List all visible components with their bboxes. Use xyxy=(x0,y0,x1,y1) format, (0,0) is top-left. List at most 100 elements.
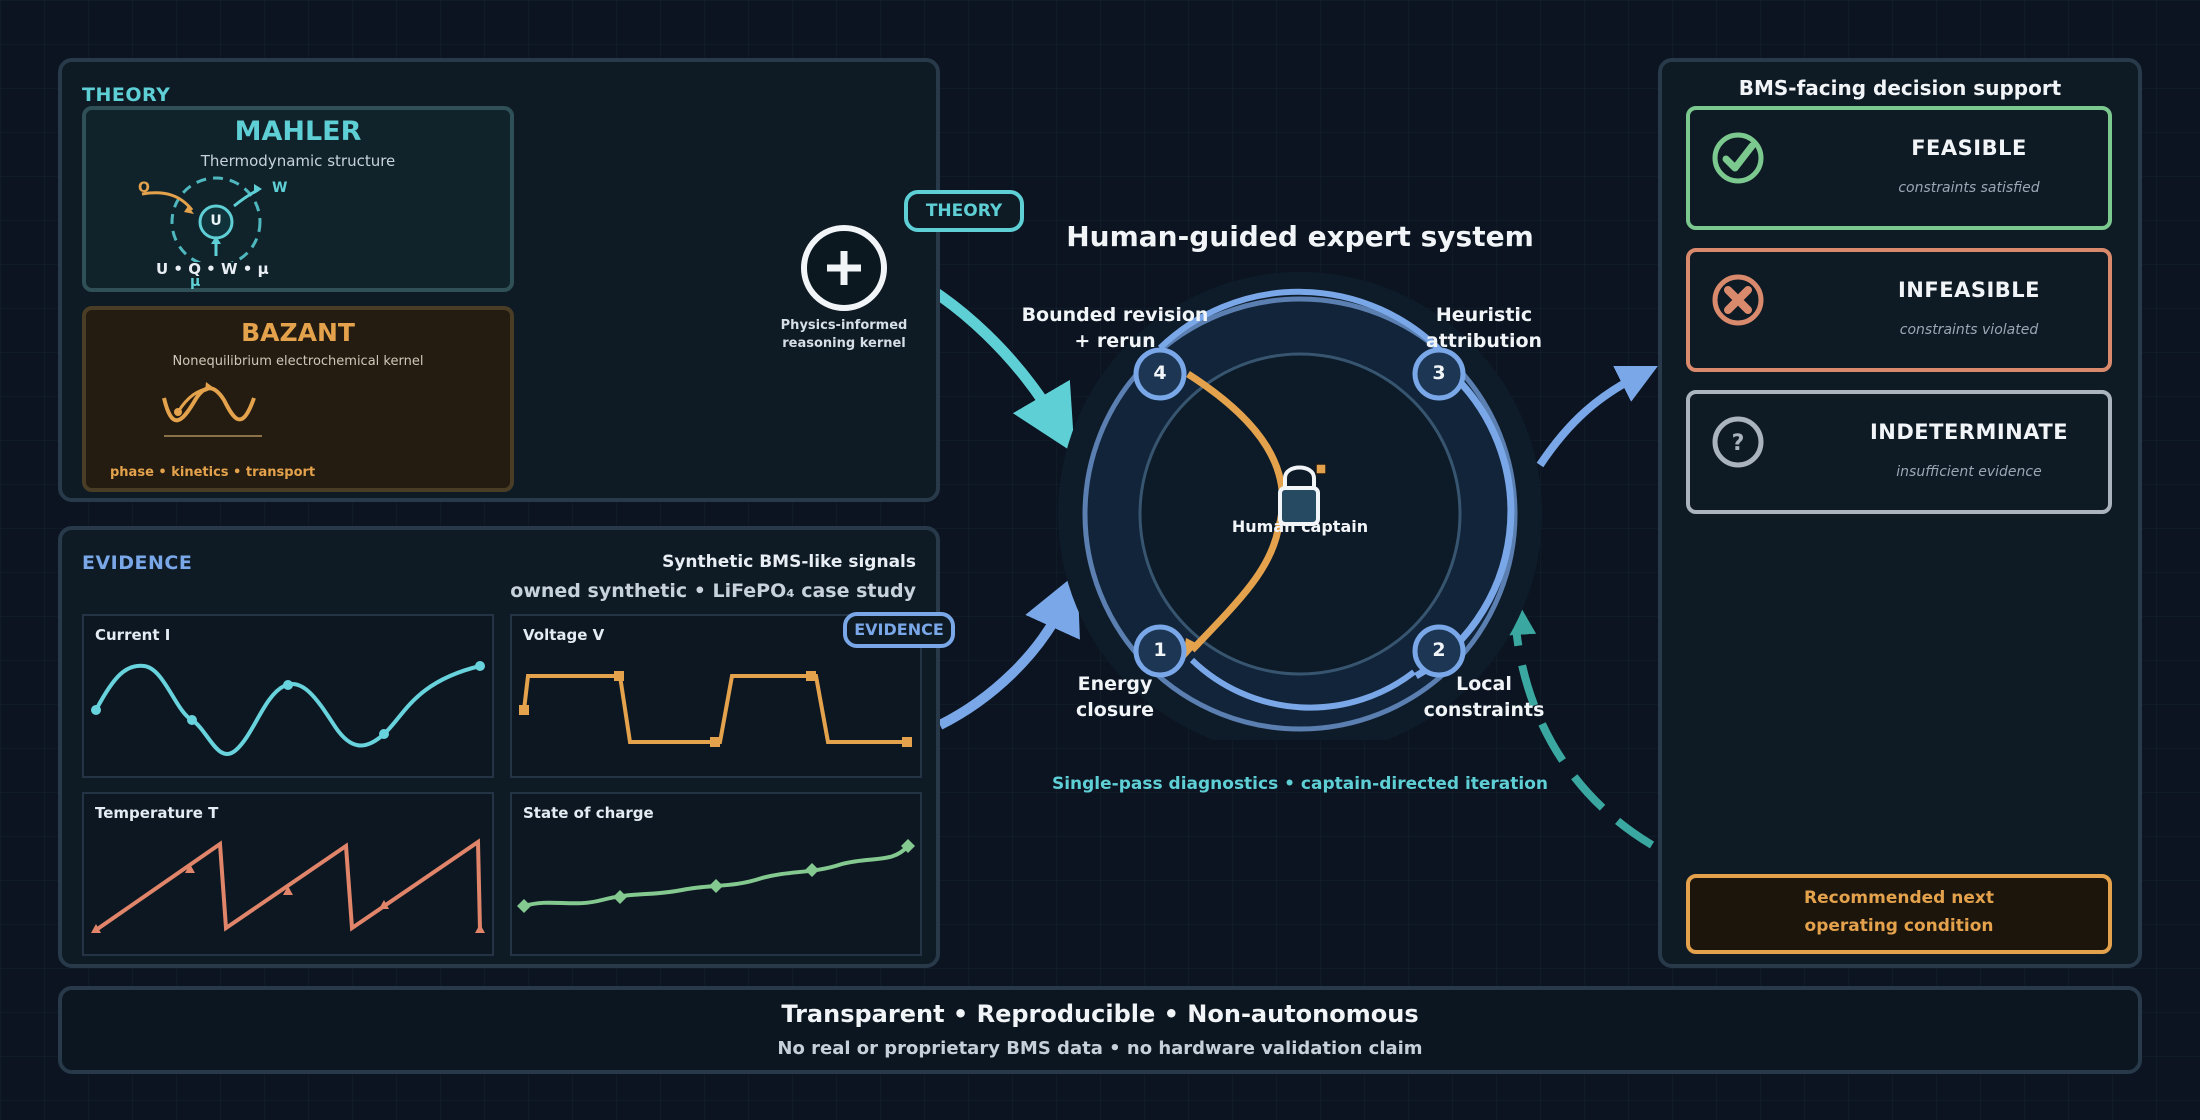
footer-line2: No real or proprietary BMS data • no har… xyxy=(777,1038,1423,1059)
kernel-label-line2: reasoning kernel xyxy=(782,336,906,351)
infeasible-card[interactable]: INFEASIBLE constraints violated xyxy=(1686,248,2112,372)
recommendation-line1: Recommended next xyxy=(1804,888,1994,908)
step-label-2-line1: Local xyxy=(1456,673,1512,695)
soc-signal-line xyxy=(523,844,910,908)
evidence-to-system-arrow xyxy=(937,572,1080,730)
step-label-1-line2: closure xyxy=(1076,699,1154,721)
temperature-chart: Temperature T xyxy=(82,792,494,956)
soc-point xyxy=(709,879,723,893)
indeterminate-card[interactable]: ? INDETERMINATE insufficient evidence xyxy=(1686,390,2112,514)
voltage-point xyxy=(710,737,720,747)
footer-banner: Transparent • Reproducible • Non-autonom… xyxy=(58,986,2142,1074)
step-label-4-line2: + rerun xyxy=(1074,330,1156,352)
mahler-equation: U • Q • W • μ xyxy=(156,260,269,278)
step-node-2[interactable] xyxy=(1412,624,1466,678)
current-point xyxy=(283,680,293,690)
bazant-subtitle: Nonequilibrium electrochemical kernel xyxy=(172,354,424,369)
step-number-1: 1 xyxy=(1153,639,1167,661)
soc-point xyxy=(613,890,627,904)
soc-point xyxy=(805,863,819,877)
chart-title-voltage: Voltage V xyxy=(523,626,605,644)
mahler-card[interactable]: MAHLER Thermodynamic structure Q W U μ U… xyxy=(82,106,514,292)
temperature-signal-line xyxy=(94,838,482,932)
current-point xyxy=(187,715,197,725)
indeterminate-label: INDETERMINATE xyxy=(1869,420,2069,444)
step-number-2: 2 xyxy=(1432,639,1446,661)
theory-panel: THEORY MAHLER Thermodynamic structure Q … xyxy=(58,58,940,502)
soc-chart: State of charge xyxy=(510,792,922,956)
x-circle-icon xyxy=(1712,274,1764,326)
indeterminate-sub: insufficient evidence xyxy=(1896,464,2042,480)
step-label-3-line1: Heuristic xyxy=(1435,304,1533,326)
soc-point xyxy=(901,839,915,853)
temperature-point xyxy=(379,900,389,909)
current-point xyxy=(379,729,389,739)
theory-tag: THEORY xyxy=(904,190,1024,232)
voltage-signal-line xyxy=(522,674,912,744)
theory-section-label: THEORY xyxy=(82,84,171,106)
svg-text:?: ? xyxy=(1732,431,1745,456)
voltage-point xyxy=(902,737,912,747)
bazant-footer: phase • kinetics • transport xyxy=(110,465,316,480)
chart-title-current: Current I xyxy=(95,626,171,644)
recommendation-card[interactable]: Recommended next operating condition xyxy=(1686,874,2112,954)
mahler-symbol-mu: μ xyxy=(190,274,201,290)
temperature-point xyxy=(475,924,485,933)
mahler-subtitle: Thermodynamic structure xyxy=(200,152,396,170)
feedback-dashed-arrow xyxy=(1496,595,1655,849)
evidence-panel: EVIDENCE Synthetic BMS-like signals owne… xyxy=(58,526,940,968)
system-title: Human-guided expert system xyxy=(1066,220,1534,253)
voltage-point xyxy=(614,671,624,681)
current-point xyxy=(475,661,485,671)
mahler-symbol-w: W xyxy=(272,180,288,196)
mahler-symbol-u: U xyxy=(210,213,222,229)
step-label-1-line1: Energy xyxy=(1077,673,1153,695)
chart-title-temperature: Temperature T xyxy=(95,804,219,822)
decision-support-title: BMS-facing decision support xyxy=(1738,76,2062,100)
evidence-section-label: EVIDENCE xyxy=(82,552,193,574)
step-node-1[interactable] xyxy=(1133,624,1187,678)
step-node-3[interactable] xyxy=(1412,347,1466,401)
step-number-3: 3 xyxy=(1432,362,1446,384)
soc-point xyxy=(517,899,531,913)
bazant-card[interactable]: BAZANT Nonequilibrium electrochemical ke… xyxy=(82,306,514,492)
step-label-4-line1: Bounded revision xyxy=(1021,304,1209,326)
evidence-header-line2: owned synthetic • LiFePO₄ case study xyxy=(510,580,916,602)
system-to-decision-arrow xyxy=(1536,366,1658,468)
plus-icon[interactable] xyxy=(799,223,889,313)
captain-label: Human captain xyxy=(1231,517,1369,536)
current-signal-line xyxy=(94,663,481,756)
step-label-2-line2: constraints xyxy=(1423,699,1545,721)
voltage-point xyxy=(806,671,816,681)
kernel-label-line1: Physics-informed xyxy=(780,318,908,333)
voltage-point xyxy=(519,705,529,715)
bazant-title: BAZANT xyxy=(241,318,355,347)
feasible-sub: constraints satisfied xyxy=(1898,180,2040,196)
mahler-title: MAHLER xyxy=(234,116,362,147)
expert-system-cycle xyxy=(1058,272,1542,740)
temperature-point xyxy=(91,924,101,933)
mahler-symbol-q: Q xyxy=(138,180,150,196)
step-label-3-line2: attribution xyxy=(1425,330,1543,352)
footer-line1: Transparent • Reproducible • Non-autonom… xyxy=(781,1000,1419,1028)
potential-well-icon xyxy=(162,382,262,437)
feasible-card[interactable]: FEASIBLE constraints satisfied xyxy=(1686,106,2112,230)
feasible-label: FEASIBLE xyxy=(1911,136,2027,160)
system-footer: Single-pass diagnostics • captain-direct… xyxy=(1051,774,1549,794)
evidence-header-line1: Synthetic BMS-like signals xyxy=(662,552,916,572)
infeasible-label: INFEASIBLE xyxy=(1897,278,2040,302)
step-node-4[interactable] xyxy=(1133,347,1187,401)
lock-icon xyxy=(1278,463,1327,526)
captain-arc xyxy=(1186,371,1286,653)
current-chart: Current I xyxy=(82,614,494,778)
infeasible-sub: constraints violated xyxy=(1899,322,2039,338)
thermodynamic-cycle-icon xyxy=(141,176,262,262)
check-circle-icon xyxy=(1712,132,1764,184)
step-number-4: 4 xyxy=(1153,362,1167,384)
current-point xyxy=(91,705,101,715)
recommendation-line2: operating condition xyxy=(1804,916,1994,936)
temperature-point xyxy=(283,886,293,895)
decision-support-panel: BMS-facing decision support FEASIBLE con… xyxy=(1658,58,2142,968)
temperature-point xyxy=(185,864,195,873)
question-circle-icon: ? xyxy=(1712,416,1764,468)
